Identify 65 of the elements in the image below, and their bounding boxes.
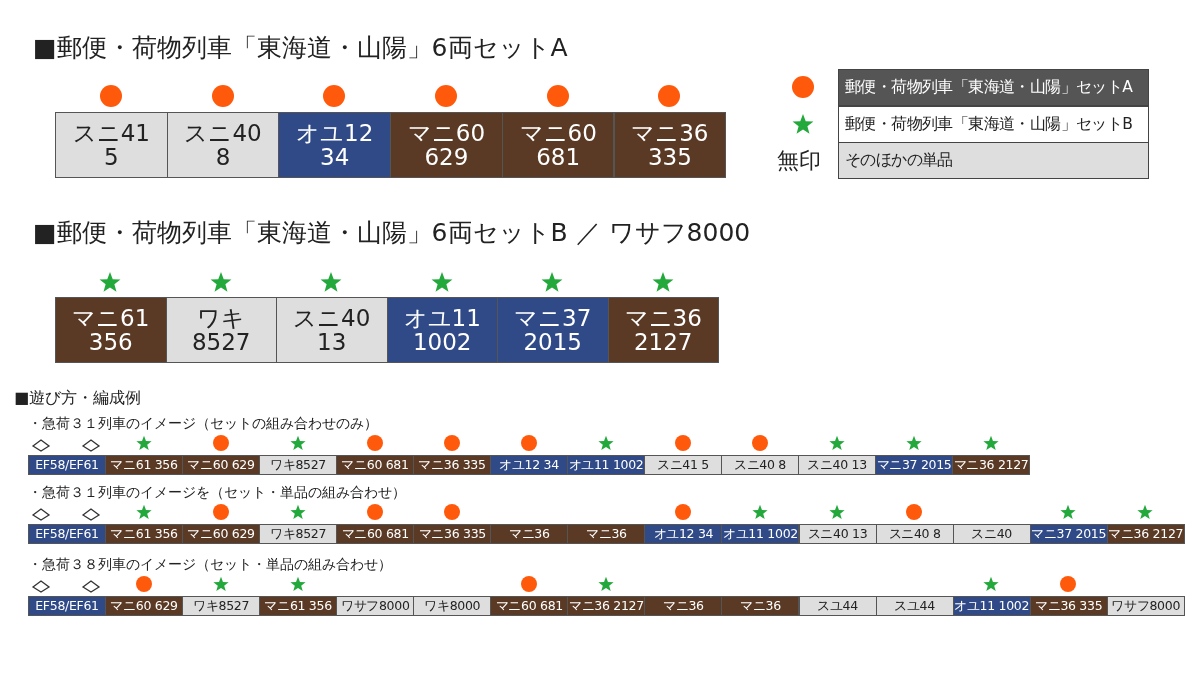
car-box: スニ40 13: [276, 297, 388, 363]
car-box: マニ60 629: [182, 524, 261, 544]
car-box: ワキ 8527: [165, 297, 277, 363]
car-box: マニ36: [567, 524, 646, 544]
heading: ■郵便・荷物列車「東海道・山陽」6両セットA: [33, 32, 568, 64]
car-box: ワキ8527: [259, 524, 338, 544]
car-box: マニ36 2127: [952, 455, 1030, 475]
car-box: マニ36 2127: [1106, 524, 1185, 544]
car-box: マニ37 2015: [875, 455, 953, 475]
car-box: マニ61 356: [55, 297, 167, 363]
car-box: スニ40 13: [798, 524, 877, 544]
legend-entry: 郵便・荷物列車「東海道・山陽」セットB: [838, 105, 1149, 143]
car-box: マニ61 356: [105, 455, 183, 475]
car-box: オユ12 34: [278, 112, 392, 178]
caption: ・急荷３１列車のイメージを（セット・単品の組み合わせ）: [28, 484, 406, 502]
car-box: マニ60 629: [182, 455, 260, 475]
heading: ■郵便・荷物列車「東海道・山陽」6両セットB ／ ワサフ8000: [33, 217, 751, 249]
car-box: ワキ8000: [413, 596, 492, 616]
car-box: ワキ8527: [182, 596, 261, 616]
car-box: マニ36 335: [613, 112, 727, 178]
car-box: オユ11 1002: [721, 524, 800, 544]
car-box: スニ41 5: [55, 112, 168, 178]
car-box: スニ40 13: [798, 455, 876, 475]
car-box: スニ40: [952, 524, 1031, 544]
caption: ・急荷３１列車のイメージ（セットの組み合わせのみ）: [28, 415, 378, 433]
car-box: マニ37 2015: [497, 297, 609, 363]
car-box: マニ60 681: [490, 596, 569, 616]
car-box: スユ44: [875, 596, 954, 616]
car-box: スユ44: [798, 596, 877, 616]
legend-entry: そのほかの単品: [838, 142, 1149, 179]
car-box: マニ36 335: [413, 524, 492, 544]
caption: ・急荷３８列車のイメージ（セット・単品の組み合わせ）: [28, 556, 392, 574]
car-box: マニ60 681: [336, 455, 414, 475]
car-box: マニ60 629: [105, 596, 184, 616]
car-box: オユ12 34: [490, 455, 568, 475]
car-box: マニ60 681: [336, 524, 415, 544]
car-box: マニ36 2127: [567, 596, 646, 616]
car-box: マニ36: [721, 596, 800, 616]
car-box: マニ61 356: [259, 596, 338, 616]
car-box: ワサフ8000: [336, 596, 415, 616]
car-box: ワキ8527: [259, 455, 337, 475]
section-heading: ■遊び方・編成例: [14, 388, 142, 409]
car-box: マニ36: [644, 596, 723, 616]
car-box: オユ12 34: [644, 524, 723, 544]
car-box: マニ37 2015: [1029, 524, 1108, 544]
car-box: ワサフ8000: [1106, 596, 1185, 616]
car-box: オユ11 1002: [567, 455, 645, 475]
car-box: マニ61 356: [105, 524, 184, 544]
car-box: スニ40 8: [166, 112, 280, 178]
legend-entry: 郵便・荷物列車「東海道・山陽」セットA: [838, 69, 1149, 106]
car-box: マニ36 2127: [607, 297, 719, 363]
legend-text: 無印: [777, 147, 821, 175]
car-box: マニ36 335: [413, 455, 491, 475]
car-box: マニ60 681: [501, 112, 615, 178]
car-box: オユ11 1002: [952, 596, 1031, 616]
car-box: マニ60 629: [390, 112, 503, 178]
car-box: スニ40 8: [721, 455, 799, 475]
car-box: スニ41 5: [644, 455, 722, 475]
car-box: マニ36 335: [1029, 596, 1108, 616]
locomotive-box: EF58/EF61: [28, 455, 106, 475]
car-box: マニ36: [490, 524, 569, 544]
locomotive-box: EF58/EF61: [28, 524, 107, 544]
locomotive-box: EF58/EF61: [28, 596, 107, 616]
car-box: スニ40 8: [875, 524, 954, 544]
car-box: オユ11 1002: [386, 297, 498, 363]
